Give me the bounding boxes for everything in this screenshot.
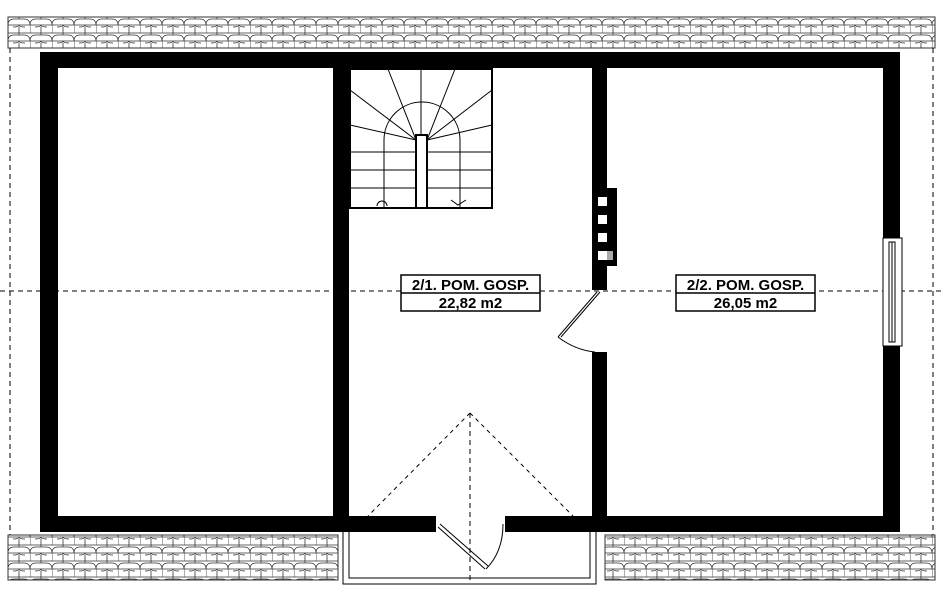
room-area: 26,05 m2 [714, 295, 777, 312]
roof-tiles [7, 16, 936, 581]
walls [40, 52, 900, 532]
room-label-2: 2/2. POM. GOSP. 26,05 m2 [675, 274, 816, 312]
window [882, 237, 903, 347]
room-area: 22,82 m2 [439, 295, 502, 312]
room-name: 2/2. POM. GOSP. [687, 277, 804, 294]
room-label-1: 2/1. POM. GOSP. 22,82 m2 [400, 274, 541, 312]
chimney [598, 188, 617, 266]
room-name: 2/1. POM. GOSP. [412, 277, 529, 294]
staircase [349, 68, 493, 209]
entrance-porch [342, 412, 597, 585]
interior-door [557, 291, 601, 353]
